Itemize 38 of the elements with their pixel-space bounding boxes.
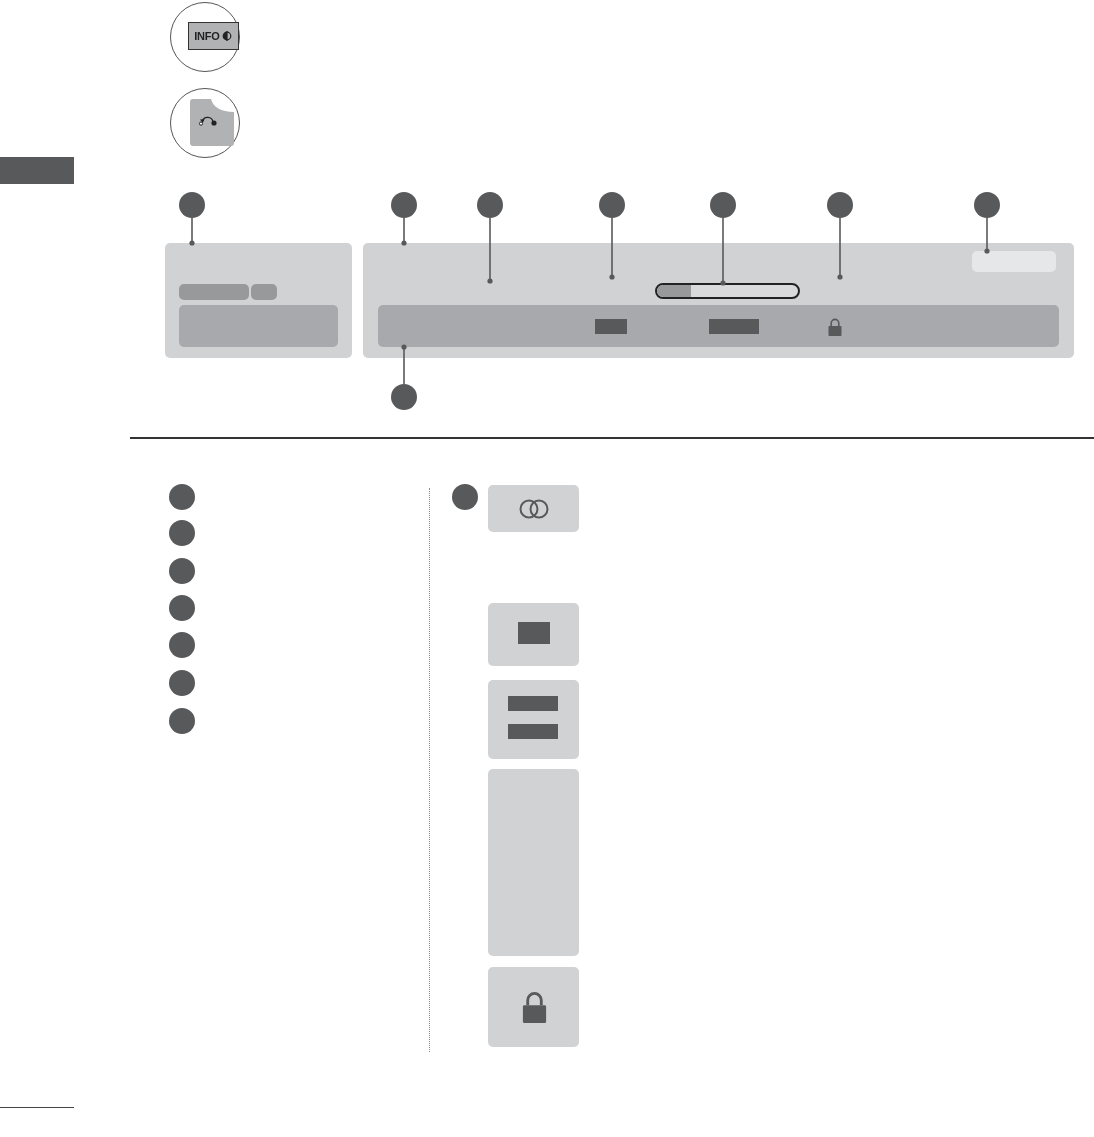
progress-bar <box>655 283 800 299</box>
leader-line <box>609 217 615 280</box>
callout-circle <box>477 192 503 218</box>
callout-circle <box>974 192 1000 218</box>
callout-circle <box>169 670 195 696</box>
info-pill <box>972 251 1056 272</box>
callout-circle <box>169 632 195 658</box>
icon-tile <box>488 769 579 956</box>
leader-line <box>401 344 407 385</box>
callout-circle <box>169 595 195 621</box>
callout-circle <box>710 192 736 218</box>
leader-line <box>487 217 493 284</box>
icon-tile <box>488 485 579 532</box>
status-bar <box>378 305 1059 347</box>
callout-circle <box>169 558 195 584</box>
key-label: INFO <box>194 30 220 42</box>
icon-tile <box>488 603 579 666</box>
description-area <box>179 305 338 347</box>
callout-circle <box>169 708 195 734</box>
info-chip <box>251 284 277 300</box>
callout-circle <box>452 484 478 510</box>
info-chip <box>179 284 249 300</box>
callout-circle <box>391 192 417 218</box>
callout-circle <box>391 384 417 410</box>
icon-tile <box>488 680 579 759</box>
leader-line <box>401 217 407 246</box>
leader-line <box>984 217 990 254</box>
leader-line <box>189 217 195 246</box>
callout-circle <box>169 484 195 510</box>
callout-circle <box>599 192 625 218</box>
info-panel <box>165 243 352 358</box>
callout-circle <box>827 192 853 218</box>
callout-circle <box>169 520 195 546</box>
leader-line <box>720 217 726 286</box>
callout-circle <box>179 192 205 218</box>
icon-tile <box>488 967 579 1047</box>
leader-line <box>837 217 843 280</box>
info-banner <box>363 243 1074 358</box>
